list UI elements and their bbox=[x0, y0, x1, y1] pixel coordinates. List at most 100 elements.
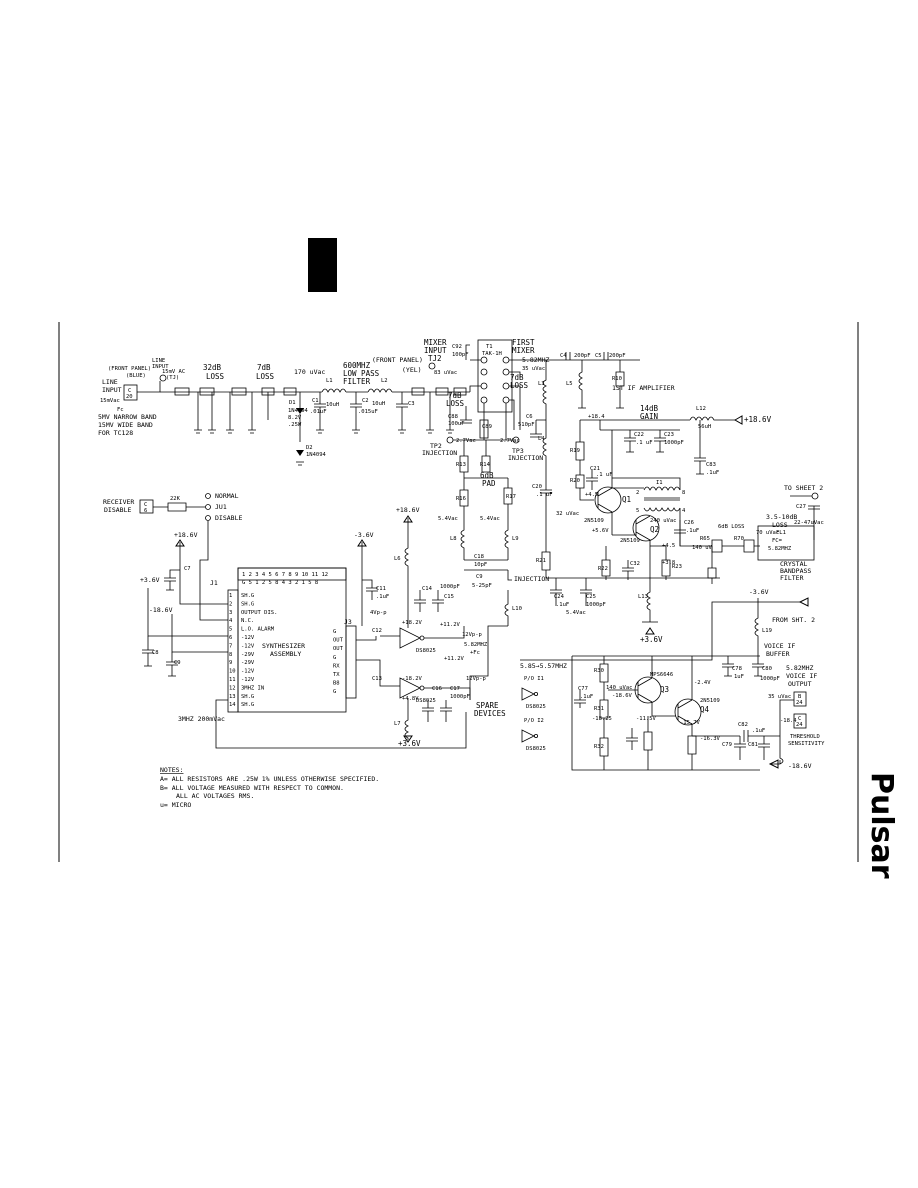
q3-label: Q3 bbox=[660, 685, 669, 694]
loss6-label: 6dB LOSS bbox=[718, 524, 745, 530]
svg-text:C24: C24 bbox=[554, 594, 565, 600]
j3-pin-label: OUT bbox=[333, 646, 344, 652]
uvac83-label: 83 uVac bbox=[434, 370, 457, 376]
ic-ds-label: DS8025 bbox=[416, 648, 436, 654]
uvac70-label: 70 uVac bbox=[756, 530, 779, 536]
voice-out-label-2: OUTPUT bbox=[788, 680, 812, 688]
fl1-label: FL1 bbox=[776, 530, 786, 536]
j1-pin-number: 13 bbox=[229, 694, 236, 700]
svg-text:L10: L10 bbox=[512, 606, 522, 612]
notes-title: NOTES: bbox=[160, 766, 183, 774]
c24-label-a: C bbox=[798, 716, 801, 722]
c20-label-b: 20 bbox=[126, 394, 133, 400]
j1-pin-label: -12V bbox=[241, 635, 255, 641]
svg-text:1000pF: 1000pF bbox=[760, 676, 780, 682]
c20-connector bbox=[123, 384, 138, 401]
svg-text:C17: C17 bbox=[450, 686, 460, 692]
vm18-4-label: -18.4 bbox=[780, 718, 797, 724]
fc-note-2: 5MV NARROW BAND bbox=[98, 413, 157, 421]
j3-pin-label: G bbox=[333, 689, 336, 695]
svg-text:1 2 3 4 5 6 7 8 9 10 11 12: 1 2 3 4 5 6 7 8 9 10 11 12 bbox=[242, 572, 328, 578]
svg-text:C83: C83 bbox=[706, 462, 716, 468]
svg-text:.1uF: .1uF bbox=[556, 602, 569, 608]
j3-pin-label: B8 bbox=[333, 681, 340, 687]
v27a-label: 2.7Vac bbox=[456, 438, 476, 444]
c11-label: C11 bbox=[376, 586, 386, 592]
svg-text:R23: R23 bbox=[672, 564, 682, 570]
synth-title-2: ASSEMBLY bbox=[270, 650, 301, 658]
xtal-loss-label: 3.5-10dB bbox=[766, 513, 797, 521]
svg-text:D2: D2 bbox=[306, 445, 313, 451]
t1-label: T1 bbox=[486, 344, 493, 350]
c80-label: C80 bbox=[762, 666, 772, 672]
svg-text:2: 2 bbox=[636, 490, 639, 496]
mixer-input-label: MIXER bbox=[424, 338, 447, 347]
svg-text:56uH: 56uH bbox=[698, 424, 711, 430]
tp2-injection: INJECTION bbox=[422, 449, 457, 457]
svg-text:R65: R65 bbox=[700, 536, 710, 542]
uvac32-label: 32 uVac bbox=[556, 511, 579, 517]
blue-label: (BLUE) bbox=[126, 373, 146, 379]
c24-label-b: 24 bbox=[796, 722, 803, 728]
xtal-label-1: CRYSTAL bbox=[780, 560, 807, 568]
j3-pin-label: RX bbox=[333, 663, 340, 669]
j1-pin-label: -29V bbox=[241, 660, 255, 666]
j1-pin-label: -12V bbox=[241, 669, 255, 675]
svg-text:R20: R20 bbox=[570, 478, 580, 484]
j3-pin-label: G bbox=[333, 655, 336, 661]
spare-b-ic: DS8025 bbox=[526, 746, 546, 752]
pulsar-logo: Pulsar bbox=[864, 772, 899, 879]
tp2-label: TP2 bbox=[430, 442, 442, 450]
j1-pin-number: 8 bbox=[229, 652, 232, 658]
if-amplifier-section: C4 200pF C5 200pF L3 L5 R10 1ST IF AMPLI… bbox=[518, 352, 824, 644]
vpp12-label-2: 12Vp-p bbox=[466, 676, 486, 682]
svg-text:.1uF: .1uF bbox=[706, 470, 719, 476]
voice-title: VOICE IF bbox=[764, 642, 795, 650]
svg-text:5-25pF: 5-25pF bbox=[472, 583, 492, 589]
to-sheet2-label: TO SHEET 2 bbox=[784, 484, 823, 492]
svg-text:.1uF: .1uF bbox=[686, 528, 699, 534]
svg-text:.1 uF: .1 uF bbox=[596, 472, 613, 478]
first-mixer-label: FIRST bbox=[512, 338, 535, 347]
uvac170-label: 170 uVac bbox=[294, 368, 325, 376]
mixer-section: MIXER INPUT TJ2 83 uVac T1 TAK-1H C92 10… bbox=[424, 338, 640, 440]
ju1-label: JU1 bbox=[215, 503, 227, 511]
spare-b-label: P/O I2 bbox=[524, 718, 544, 724]
svg-text:C27: C27 bbox=[796, 504, 806, 510]
q1-label: Q1 bbox=[622, 495, 631, 504]
pad-label: 6dB bbox=[480, 471, 494, 480]
voice-vm18-6b: -18.6V bbox=[788, 762, 812, 770]
svg-text:.015uF: .015uF bbox=[358, 409, 378, 415]
note-c: ALL AC VOLTAGES RMS. bbox=[176, 792, 254, 800]
j1-pin-label: SH.G bbox=[241, 694, 254, 700]
r12-value: 22K bbox=[170, 496, 181, 502]
svg-text:C22: C22 bbox=[634, 432, 644, 438]
svg-text:5: 5 bbox=[636, 508, 639, 514]
v11-2-label: +11.2V bbox=[440, 622, 461, 628]
xtal-loss-label-2: LOSS bbox=[772, 521, 788, 529]
loss7b-label: 7dB bbox=[448, 391, 462, 400]
lpf-label-1: 600MHZ bbox=[343, 361, 371, 370]
c6-label-b: 6 bbox=[144, 508, 147, 514]
pad-label-2: PAD bbox=[482, 479, 496, 488]
svg-text:C18: C18 bbox=[474, 554, 484, 560]
input-section: LINE INPUT 15mVac C 20 (FRONT PANEL) (BL… bbox=[98, 356, 470, 466]
svg-text:+4.5: +4.5 bbox=[585, 492, 598, 498]
svg-text:L4: L4 bbox=[538, 436, 545, 442]
j1-pin-label: SH.G bbox=[241, 601, 254, 607]
ac-15mv-label: 15mV AC bbox=[162, 369, 185, 375]
note-d: u= MICRO bbox=[160, 801, 191, 809]
b24-label-a: B bbox=[798, 694, 802, 700]
j1-pin-number: 6 bbox=[229, 635, 232, 641]
svg-text:1uF: 1uF bbox=[734, 674, 744, 680]
j3-pin-label: OUT bbox=[333, 638, 344, 644]
svg-text:C13: C13 bbox=[372, 676, 382, 682]
tp3-label: TP3 bbox=[512, 447, 524, 455]
loss7c-label-2: LOSS bbox=[510, 381, 529, 390]
j1-pin-label: L.O. ALARM bbox=[241, 627, 275, 633]
tp3-injection: INJECTION bbox=[508, 454, 543, 462]
q1-type: 2N5109 bbox=[584, 518, 604, 524]
q3-transistor bbox=[634, 676, 662, 704]
v11-2-label-2: +11.2V bbox=[444, 656, 465, 662]
vm15-7-label: -15.7V bbox=[680, 720, 701, 726]
